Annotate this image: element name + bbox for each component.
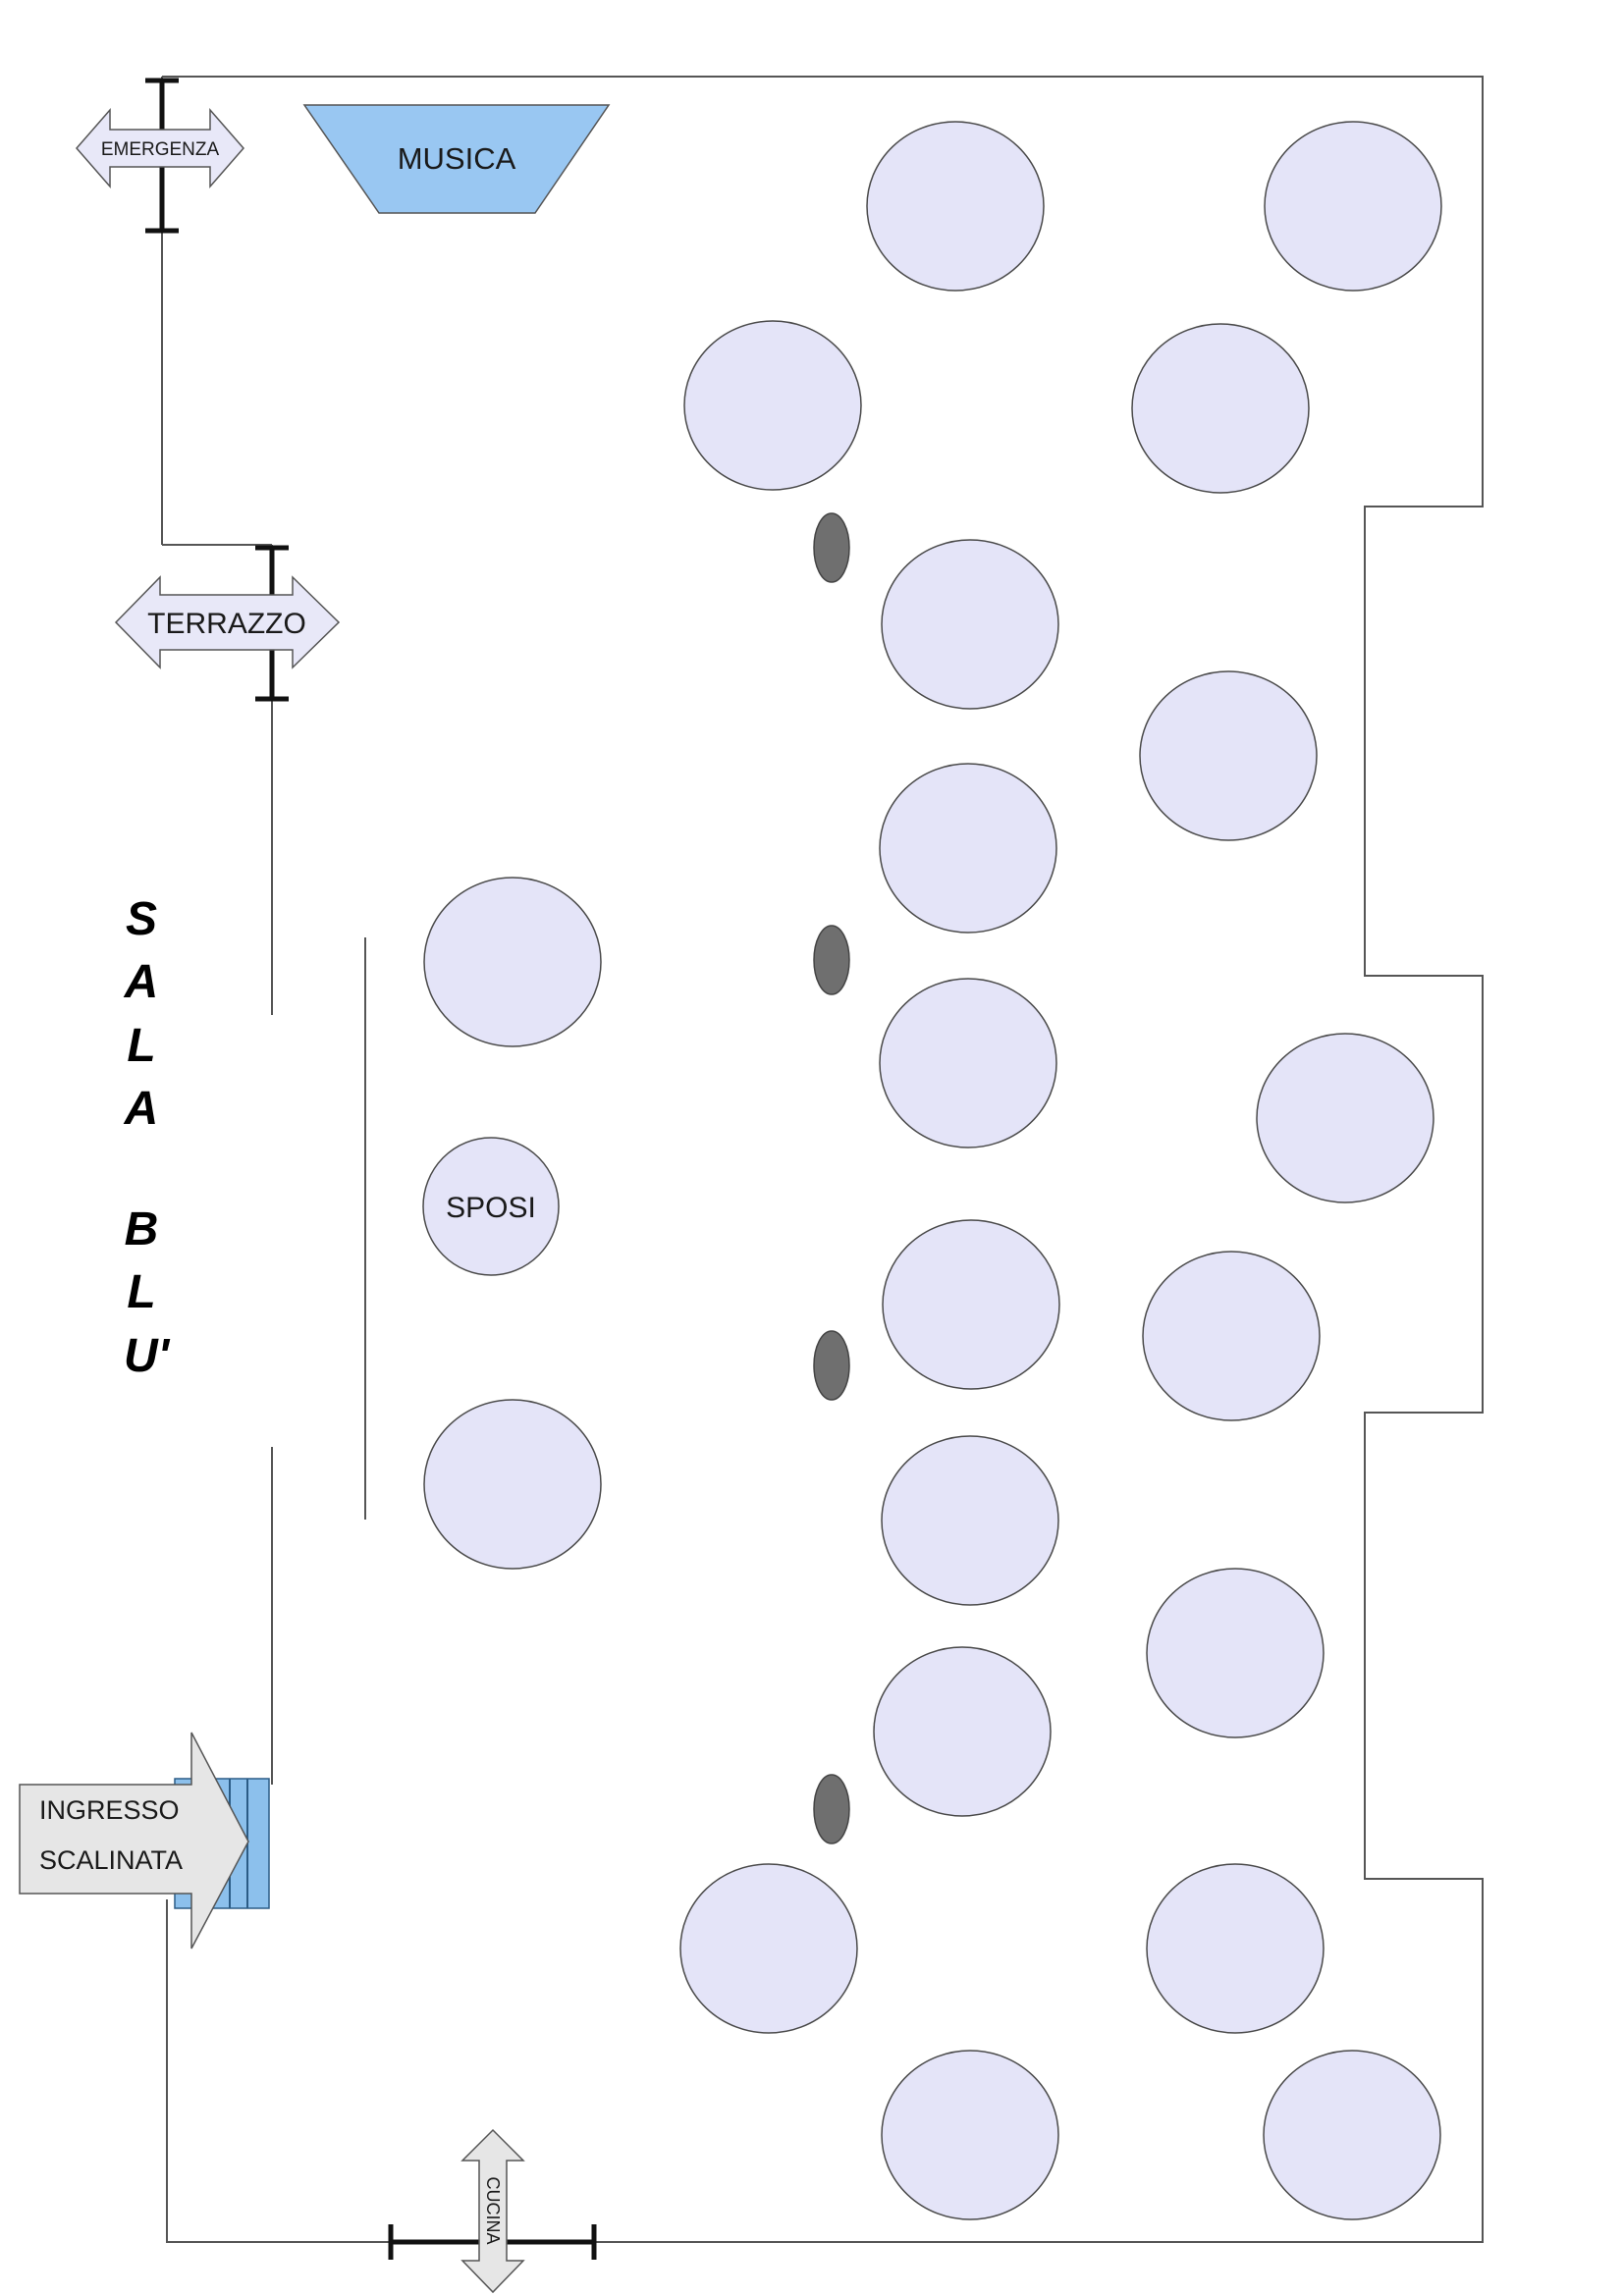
guest-table[interactable] <box>423 1399 602 1570</box>
guest-table[interactable] <box>1139 670 1318 841</box>
musica-label: MUSICA <box>398 141 516 176</box>
terrazzo-arrow-shape <box>114 575 341 669</box>
column <box>813 925 850 995</box>
terrazzo-arrow[interactable]: TERRAZZO <box>114 575 341 669</box>
terrazzo-label: TERRAZZO <box>147 608 306 640</box>
guest-table[interactable] <box>423 877 602 1047</box>
emergenza-label: EMERGENZA <box>101 139 220 160</box>
room-letter: A <box>124 956 159 1008</box>
musica-stage: MUSICA <box>302 104 611 214</box>
wall-top-right <box>162 76 1484 2243</box>
guest-table[interactable] <box>1146 1568 1325 1738</box>
guest-table[interactable] <box>882 1219 1060 1390</box>
room-letter: B <box>125 1203 159 1255</box>
musica-shape <box>302 104 611 214</box>
emergenza-arrow-shape <box>76 107 244 189</box>
ingresso-arrow-shape <box>19 1732 249 1949</box>
sposi-table[interactable]: SPOSI <box>422 1137 560 1276</box>
guest-table[interactable] <box>866 121 1045 292</box>
ingresso-arrow[interactable]: INGRESSO SCALINATA <box>19 1732 249 1949</box>
room-letter: A <box>124 1083 159 1135</box>
guest-table[interactable] <box>1256 1033 1434 1203</box>
guest-table[interactable] <box>881 539 1059 710</box>
columns <box>813 512 850 1844</box>
guest-table[interactable] <box>1264 121 1442 292</box>
guest-table[interactable] <box>679 1863 858 2034</box>
cucina-label: CUCINA <box>483 2176 503 2244</box>
guest-table[interactable] <box>1146 1863 1325 2034</box>
ingresso-label-line1: INGRESSO <box>39 1795 180 1825</box>
sposi-table-shape <box>422 1137 560 1276</box>
sposi-label: SPOSI <box>446 1192 536 1224</box>
room-letter: L <box>127 1266 155 1318</box>
guest-table[interactable] <box>1142 1251 1321 1421</box>
guest-table[interactable] <box>879 978 1057 1148</box>
room-name: S A L A B L U' <box>124 893 171 1382</box>
column <box>813 1330 850 1401</box>
column <box>813 1774 850 1844</box>
column <box>813 512 850 583</box>
room-letter: L <box>127 1020 155 1072</box>
room-letter: S <box>126 893 157 945</box>
guest-table[interactable] <box>879 763 1057 934</box>
guest-table[interactable] <box>683 320 862 491</box>
guest-table[interactable] <box>881 1435 1059 1606</box>
guest-table[interactable] <box>881 2050 1059 2220</box>
room-letter: U' <box>124 1330 171 1382</box>
ingresso-label-line2: SCALINATA <box>39 1845 183 1875</box>
emergenza-arrow[interactable]: EMERGENZA <box>76 107 244 189</box>
guest-table[interactable] <box>1263 2050 1441 2220</box>
guest-tables <box>423 121 1442 2220</box>
cucina-arrow-shape <box>460 2128 525 2294</box>
guest-table[interactable] <box>1131 323 1310 494</box>
cucina-arrow[interactable]: CUCINA <box>460 2128 525 2294</box>
guest-table[interactable] <box>873 1646 1052 1817</box>
